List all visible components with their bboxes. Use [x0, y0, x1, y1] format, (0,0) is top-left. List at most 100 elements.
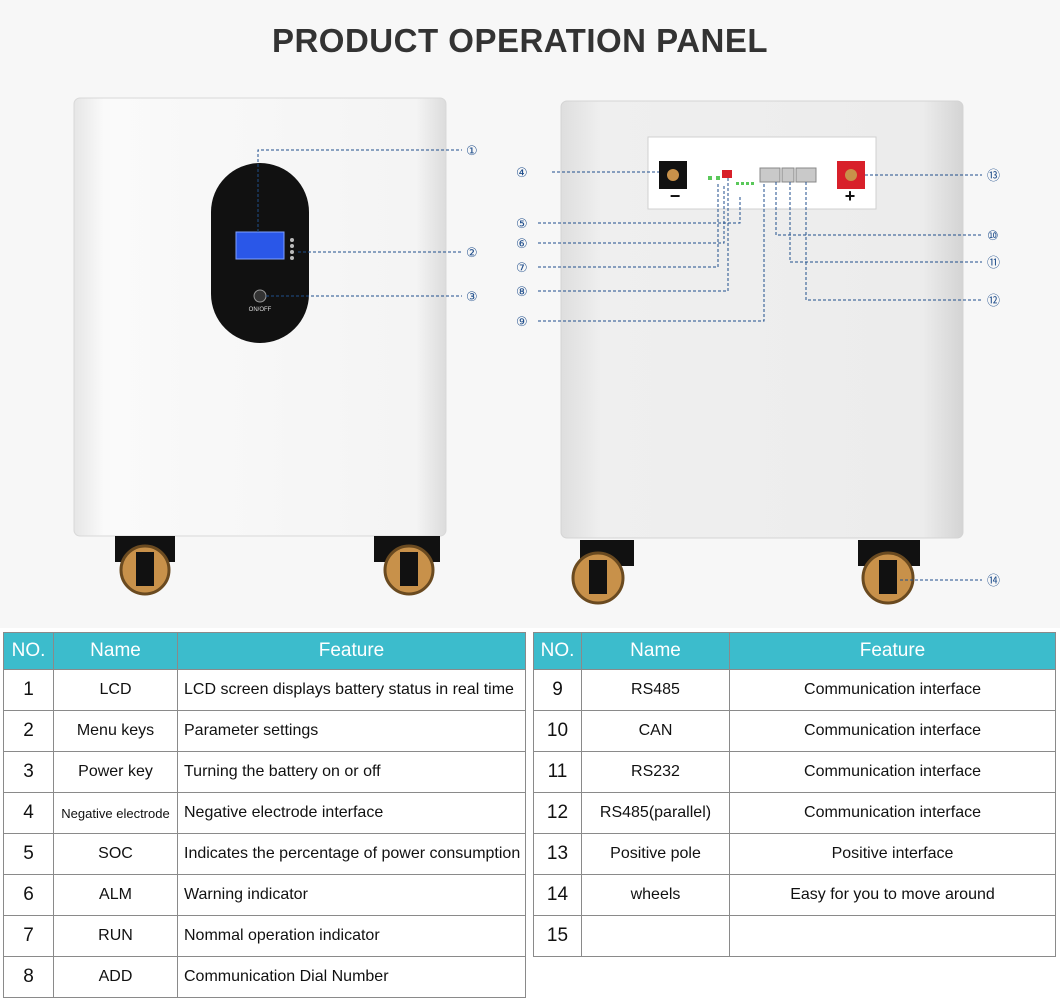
- row-name: RS485(parallel): [581, 792, 730, 834]
- row-name: ALM: [53, 874, 178, 916]
- row-no: 3: [3, 751, 54, 793]
- row-no: 7: [3, 915, 54, 957]
- menu-indicators: [290, 238, 294, 260]
- header-no: NO.: [533, 632, 582, 670]
- header-name: Name: [581, 632, 730, 670]
- row-feature: Communication interface: [729, 792, 1056, 834]
- callout-7: ⑦: [516, 261, 528, 276]
- lcd-screen: [235, 231, 285, 260]
- row-feature: Warning indicator: [177, 874, 526, 916]
- table-row: 15: [533, 915, 1056, 957]
- rs232-port: [795, 167, 817, 183]
- rear-wheel-left: [571, 540, 634, 605]
- row-no: 9: [533, 669, 582, 711]
- row-feature: Communication interface: [729, 751, 1056, 793]
- row-feature: Easy for you to move around: [729, 874, 1056, 916]
- callout-12: ⑫: [987, 294, 1000, 309]
- add-dial: [722, 170, 732, 178]
- power-icon: [253, 289, 267, 303]
- row-no: 14: [533, 874, 582, 916]
- header-feature: Feature: [177, 632, 526, 670]
- row-name: RS485: [581, 669, 730, 711]
- row-name: SOC: [53, 833, 178, 875]
- row-name: Negative electrode: [53, 792, 178, 834]
- row-feature: Communication Dial Number: [177, 956, 526, 998]
- table-header-row: NO. Name Feature: [533, 632, 1056, 670]
- row-feature: Communication interface: [729, 669, 1056, 711]
- callout-14: ⑭: [987, 574, 1000, 589]
- front-wheel-left: [115, 536, 175, 596]
- row-feature: Indicates the percentage of power consum…: [177, 833, 526, 875]
- callout-13: ⑬: [987, 169, 1000, 184]
- header-no: NO.: [3, 632, 54, 670]
- page-title: PRODUCT OPERATION PANEL: [271, 22, 769, 59]
- row-feature: Positive interface: [729, 833, 1056, 875]
- row-no: 2: [3, 710, 54, 752]
- header-feature: Feature: [729, 632, 1056, 670]
- negative-sign: −: [670, 186, 681, 206]
- row-feature: LCD screen displays battery status in re…: [177, 669, 526, 711]
- row-no: 1: [3, 669, 54, 711]
- row-no: 4: [3, 792, 54, 834]
- row-name: [581, 915, 730, 957]
- row-no: 10: [533, 710, 582, 752]
- row-no: 12: [533, 792, 582, 834]
- callout-1: ①: [466, 144, 478, 159]
- header-name: Name: [53, 632, 178, 670]
- leader-lines: [257, 149, 982, 581]
- table-header-row: NO. Name Feature: [3, 632, 526, 670]
- row-feature: Turning the battery on or off: [177, 751, 526, 793]
- callout-4: ④: [516, 166, 528, 181]
- rear-cabinet: − +: [560, 100, 964, 605]
- row-no: 13: [533, 833, 582, 875]
- row-no: 5: [3, 833, 54, 875]
- callout-10: ⑩: [987, 229, 999, 244]
- callout-labels: ① ② ③ ④ ⑤ ⑥ ⑦ ⑧ ⑨ ⑩ ⑪ ⑫ ⑬ ⑭: [466, 144, 1000, 589]
- row-name: Power key: [53, 751, 178, 793]
- row-name: CAN: [581, 710, 730, 752]
- row-name: Menu keys: [53, 710, 178, 752]
- can-port: [781, 167, 795, 183]
- product-diagram: ON/OFF − +: [73, 97, 1000, 605]
- callout-8: ⑧: [516, 285, 528, 300]
- row-name: LCD: [53, 669, 178, 711]
- row-no: 8: [3, 956, 54, 998]
- callout-3: ③: [466, 290, 478, 305]
- row-no: 11: [533, 751, 582, 793]
- row-feature: Communication interface: [729, 710, 1056, 752]
- front-cabinet: ON/OFF: [73, 97, 447, 596]
- row-feature: Nommal operation indicator: [177, 915, 526, 957]
- row-no: 15: [533, 915, 582, 957]
- power-label: ON/OFF: [249, 307, 272, 313]
- positive-sign: +: [845, 186, 856, 206]
- row-name: Positive pole: [581, 833, 730, 875]
- front-wheel-right: [374, 536, 440, 596]
- row-name: wheels: [581, 874, 730, 916]
- row-feature: Negative electrode interface: [177, 792, 526, 834]
- callout-9: ⑨: [516, 315, 528, 330]
- row-name: RUN: [53, 915, 178, 957]
- row-feature: Parameter settings: [177, 710, 526, 752]
- rear-wheel-right: [858, 540, 920, 605]
- row-feature: [729, 915, 1056, 957]
- callout-5: ⑤: [516, 217, 528, 232]
- callout-11: ⑪: [987, 256, 1000, 271]
- row-no: 6: [3, 874, 54, 916]
- row-name: RS232: [581, 751, 730, 793]
